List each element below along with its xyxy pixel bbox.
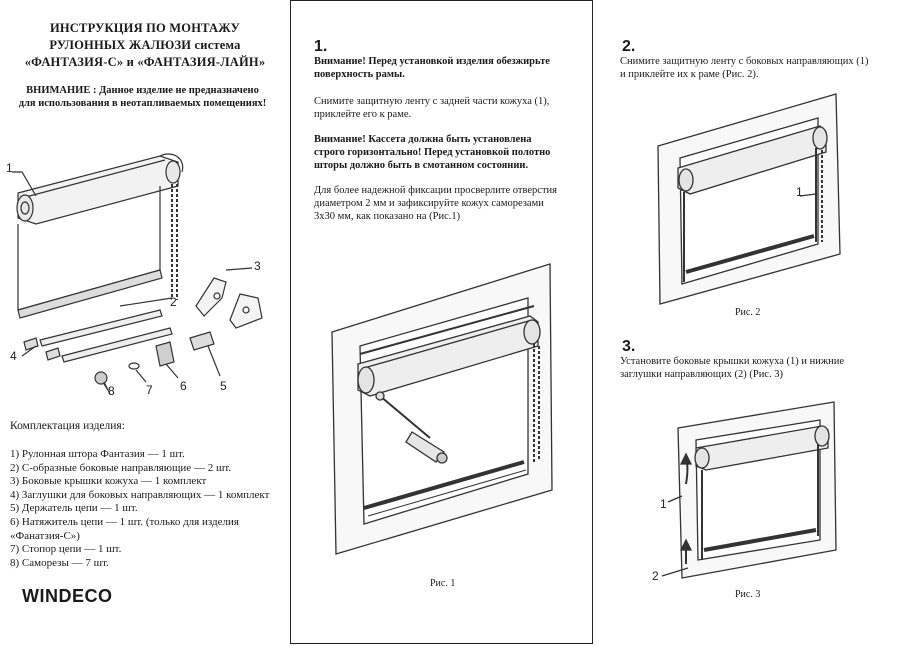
step2-text: Снимите защитную ленту с боковых направл… <box>620 55 895 81</box>
fig3-label-1: 1 <box>660 497 667 511</box>
text-line: Внимание! Перед установкой изделия обезж… <box>314 56 550 67</box>
fig2-label-1: 1 <box>796 185 803 199</box>
step1-warning-1: Внимание! Перед установкой изделия обезж… <box>314 55 586 81</box>
kit-list: 1) Рулонная штора Фантазия — 1 шт. 2) С-… <box>10 448 280 570</box>
parts-diagram: 1 2 3 4 5 6 7 8 <box>6 153 263 398</box>
text-line: Снимите защитную ленту с боковых направл… <box>620 56 869 67</box>
part-label-7: 7 <box>146 383 153 397</box>
kit-title: Комплектация изделия: <box>10 420 125 432</box>
text-line: строго горизонтально! Перед установкой п… <box>314 147 551 158</box>
brand-logo: WINDECO <box>22 586 113 606</box>
warning-line-1: ВНИМАНИЕ : Данное изделие не предназначе… <box>26 85 259 96</box>
figure-2: 1 <box>657 93 841 305</box>
figure-3-caption: Рис. 3 <box>735 589 761 600</box>
text-line: заглушки направляющих (2) (Рис. 3) <box>620 369 783 380</box>
step1-warning-2: Внимание! Кассета должна быть установлен… <box>314 133 586 172</box>
title-line-1: ИНСТРУКЦИЯ ПО МОНТАЖУ <box>49 21 241 35</box>
step3-number: 3. <box>622 338 636 355</box>
text-line: и приклейте их к раме (Рис. 2). <box>620 69 759 80</box>
figure-1 <box>331 263 553 555</box>
kit-item: 7) Стопор цепи — 1 шт. <box>10 543 122 556</box>
part-label-2: 2 <box>170 295 177 309</box>
step2-number: 2. <box>622 38 636 55</box>
figure-1-caption: Рис. 1 <box>430 578 456 589</box>
warning-line-2: для использования в неотапливаемых помещ… <box>18 98 267 109</box>
part-label-3: 3 <box>254 259 261 273</box>
step1-number: 1. <box>314 38 328 55</box>
kit-item: 2) С-образные боковые направляющие — 2 ш… <box>10 461 232 474</box>
kit-item: 4) Заглушки для боковых направляющих — 1… <box>10 488 270 501</box>
step1-panel <box>290 0 593 644</box>
kit-item: 1) Рулонная штора Фантазия — 1 шт. <box>10 448 185 460</box>
fig3-label-2: 2 <box>652 569 659 583</box>
kit-item: 8) Саморезы — 7 шт. <box>10 556 109 569</box>
text-line: Снимите защитную ленту с задней части ко… <box>314 96 550 107</box>
part-label-5: 5 <box>220 379 227 393</box>
step3-text: Установите боковые крышки кожуха (1) и н… <box>620 355 895 381</box>
part-label-4: 4 <box>10 349 17 363</box>
text-line: Для более надежной фиксации просверлите … <box>314 185 557 196</box>
text-line: 3х30 мм, как показано на (Рис.1) <box>314 211 461 222</box>
part-label-6: 6 <box>180 379 187 393</box>
title-line-2: РУЛОННЫХ ЖАЛЮЗИ система <box>49 38 241 52</box>
text-line: шторы должно быть в смотанном состоянии. <box>314 160 529 171</box>
part-label-8: 8 <box>108 384 115 398</box>
document-title: ИНСТРУКЦИЯ ПО МОНТАЖУ РУЛОННЫХ ЖАЛЮЗИ си… <box>20 20 270 71</box>
figure-2-caption: Рис. 2 <box>735 307 761 318</box>
kit-item: 3) Боковые крышки кожуха — 1 комплект <box>10 475 207 488</box>
text-line: Установите боковые крышки кожуха (1) и н… <box>620 356 845 367</box>
step1-para-1: Снимите защитную ленту с задней части ко… <box>314 95 586 121</box>
kit-item: 5) Держатель цепи — 1 шт. <box>10 502 138 515</box>
warning-note: ВНИМАНИЕ : Данное изделие не предназначе… <box>10 84 275 110</box>
kit-item: 6) Натяжитель цепи — 1 шт. (только для и… <box>10 515 239 542</box>
title-line-3: «ФАНТАЗИЯ-С» и «ФАНТАЗИЯ-ЛАЙН» <box>24 55 266 69</box>
text-line: поверхность рамы. <box>314 69 405 80</box>
text-line: Внимание! Кассета должна быть установлен… <box>314 134 532 145</box>
step1-para-2: Для более надежной фиксации просверлите … <box>314 184 586 223</box>
figure-3: 1 2 <box>652 401 837 583</box>
text-line: приклейте его к раме. <box>314 109 412 120</box>
text-line: диаметром 2 мм и зафиксируйте кожух само… <box>314 198 544 209</box>
part-label-1: 1 <box>6 161 13 175</box>
